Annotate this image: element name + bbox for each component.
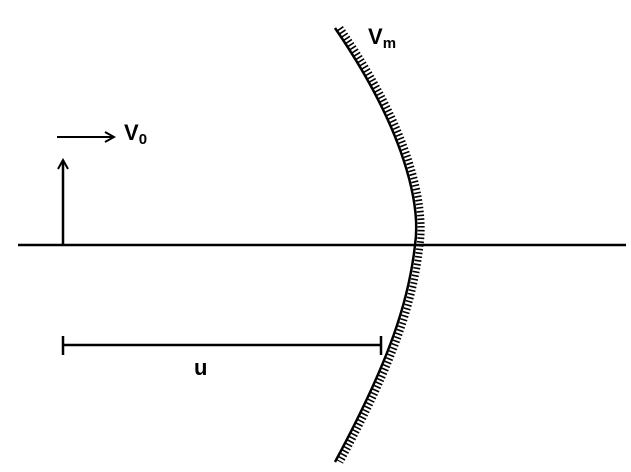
mirror-velocity-label: Vm	[368, 24, 396, 52]
concave-mirror	[333, 27, 418, 463]
mirror-hatching	[336, 26, 425, 464]
object-velocity-label: V0	[124, 120, 147, 148]
distance-label: u	[194, 355, 207, 380]
